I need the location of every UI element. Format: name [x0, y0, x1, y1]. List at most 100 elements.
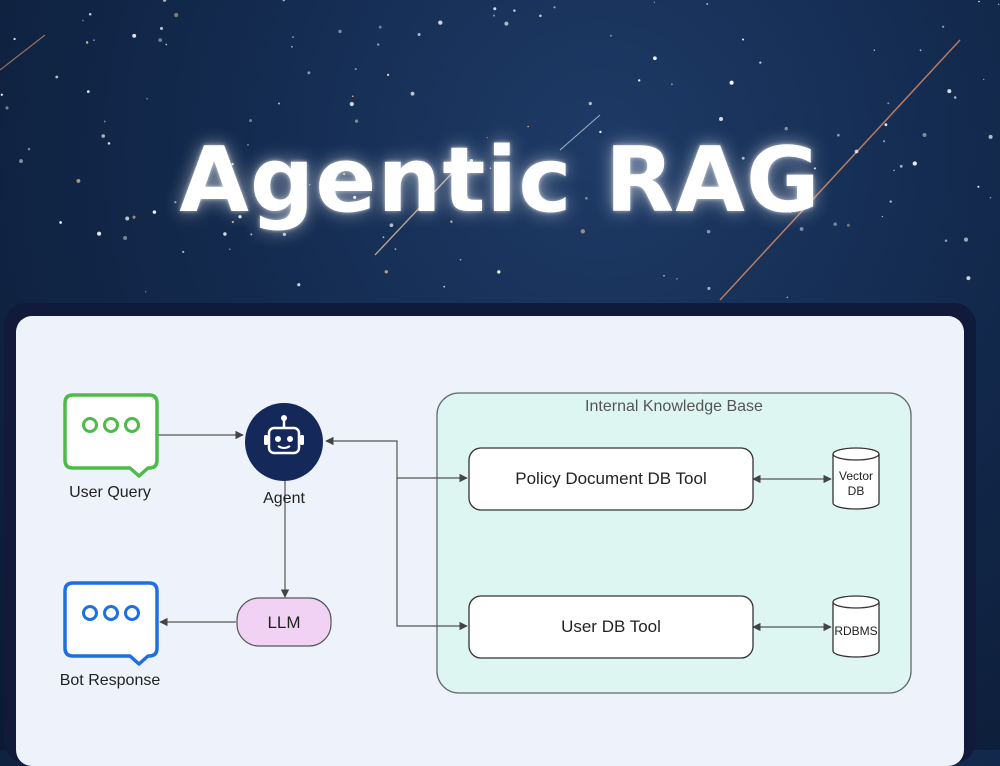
- star: [983, 78, 985, 81]
- star: [799, 227, 804, 231]
- star: [87, 90, 90, 93]
- star: [387, 73, 390, 76]
- star: [912, 161, 917, 166]
- star: [997, 3, 1000, 5]
- star: [342, 172, 346, 176]
- star: [663, 274, 665, 277]
- bot-response-label: Bot Response: [60, 672, 161, 689]
- star: [5, 106, 9, 110]
- star: [789, 211, 792, 214]
- star: [854, 149, 859, 154]
- star: [417, 32, 421, 37]
- star: [919, 49, 922, 52]
- star: [813, 167, 816, 170]
- star: [846, 223, 850, 227]
- star: [82, 19, 84, 22]
- star: [873, 49, 875, 51]
- star: [282, 232, 287, 237]
- star: [291, 45, 293, 48]
- star: [234, 200, 236, 203]
- user-query-label: User Query: [69, 484, 151, 501]
- agent-userdb-link: [396, 478, 468, 631]
- star: [988, 134, 993, 139]
- star: [377, 43, 380, 46]
- star: [250, 233, 253, 236]
- user-query-chat-icon: [63, 393, 159, 478]
- star: [588, 101, 592, 106]
- star: [492, 14, 496, 17]
- star: [833, 222, 837, 226]
- star: [227, 186, 232, 191]
- star: [163, 0, 167, 2]
- star: [354, 119, 359, 123]
- star: [349, 101, 354, 107]
- star: [238, 215, 242, 219]
- bot-response-chat-icon: [63, 581, 159, 666]
- star: [202, 185, 205, 187]
- star: [671, 83, 673, 86]
- star: [989, 196, 992, 199]
- star: [884, 123, 888, 127]
- star: [786, 296, 789, 299]
- llm-node: [236, 597, 332, 647]
- knowledge-base-label: Internal Knowledge Base: [585, 398, 763, 415]
- star: [469, 159, 474, 163]
- star: [132, 33, 137, 38]
- star: [231, 220, 234, 224]
- star: [493, 7, 497, 11]
- star: [88, 13, 92, 16]
- star: [889, 200, 892, 203]
- star: [270, 176, 272, 178]
- star: [378, 25, 382, 29]
- architecture-diagram: Internal Knowledge Base User Query: [60, 392, 912, 694]
- star: [450, 220, 453, 223]
- star: [741, 156, 745, 160]
- star: [282, 0, 286, 2]
- star: [555, 169, 558, 171]
- policy-document-tool-label: Policy Document DB Tool: [515, 469, 707, 488]
- agent-robot-icon: [245, 403, 323, 481]
- star: [887, 102, 890, 105]
- policy-document-tool-node: [468, 447, 754, 511]
- star: [741, 38, 745, 41]
- star: [977, 185, 980, 188]
- star: [125, 216, 130, 221]
- star: [609, 34, 613, 37]
- star: [0, 93, 3, 96]
- star: [922, 133, 927, 137]
- star: [307, 71, 311, 75]
- star: [707, 286, 711, 291]
- star: [228, 248, 231, 251]
- star: [249, 119, 253, 123]
- star: [539, 14, 542, 18]
- star: [97, 231, 102, 236]
- star: [146, 97, 148, 100]
- vector-db-cylinder: [832, 447, 880, 510]
- llm-label: LLM: [267, 613, 300, 632]
- star: [107, 142, 111, 145]
- star: [758, 194, 760, 197]
- star: [883, 140, 886, 143]
- star: [338, 29, 342, 34]
- rdbms-label: RDBMS: [834, 624, 877, 638]
- star: [19, 159, 23, 164]
- star: [27, 147, 31, 151]
- star: [941, 25, 945, 28]
- star: [978, 0, 980, 3]
- star: [966, 276, 971, 281]
- diagram-panel: Internal Knowledge Base User Query: [16, 316, 964, 766]
- star: [459, 258, 462, 261]
- star: [497, 270, 501, 274]
- star: [719, 117, 723, 121]
- star: [389, 223, 394, 228]
- star: [486, 136, 488, 139]
- star: [580, 229, 585, 234]
- star: [784, 126, 788, 131]
- star: [513, 9, 516, 12]
- star: [247, 144, 249, 146]
- vector-db-label-line1: Vector: [839, 469, 873, 483]
- star: [85, 41, 89, 44]
- star: [159, 26, 164, 30]
- star: [837, 133, 840, 137]
- star: [292, 36, 294, 38]
